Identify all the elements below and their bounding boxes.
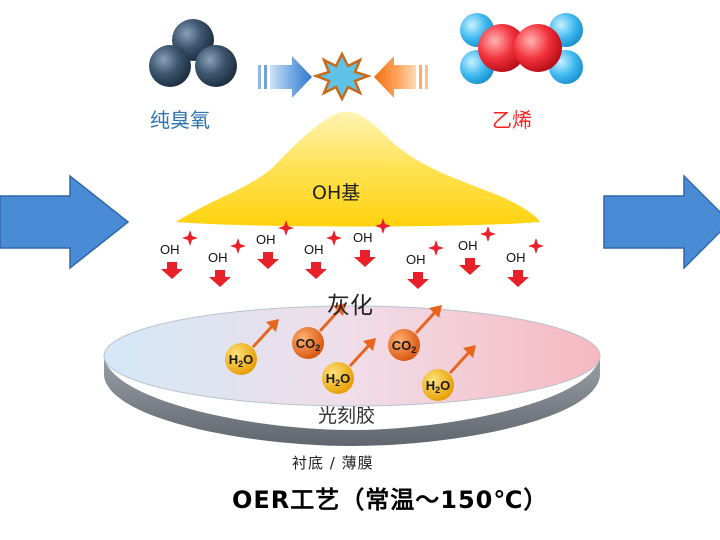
oh-radical-cloud xyxy=(176,111,540,227)
oh-down-arrow xyxy=(305,262,327,279)
substrate-film-label: 衬底 / 薄膜 xyxy=(292,454,374,472)
molecule-formula: H2O xyxy=(326,371,351,388)
h2o-molecule: H2O xyxy=(322,338,376,394)
sparkle-icon xyxy=(182,230,198,246)
left-process-arrow xyxy=(0,174,130,270)
oh-radical-text: OH xyxy=(208,250,228,265)
reaction-burst-icon xyxy=(312,51,372,102)
molecule-formula: CO2 xyxy=(392,338,417,355)
ozone-label: 纯臭氧 xyxy=(150,108,210,132)
right-process-arrow xyxy=(603,174,720,270)
oh-radical-text: OH xyxy=(458,238,478,253)
oh-radical-text: OH xyxy=(304,242,324,257)
oh-radical-text: OH xyxy=(506,250,526,265)
oh-down-arrow xyxy=(161,262,183,279)
oh-down-arrow xyxy=(507,270,529,287)
photoresist-label: 光刻胶 xyxy=(318,405,376,427)
ashing-label: 灰化 xyxy=(327,293,373,319)
sparkle-icon xyxy=(375,218,391,234)
oh-down-arrow xyxy=(459,258,481,275)
sparkle-icon xyxy=(480,226,496,242)
ozone-molecule-icon xyxy=(149,19,237,87)
oh-radical-text: OH xyxy=(256,232,276,247)
oh-down-arrow xyxy=(209,270,231,287)
sparkle-icon xyxy=(230,238,246,254)
molecule-formula: H2O xyxy=(229,352,254,369)
sparkle-icon xyxy=(528,238,544,254)
oh-down-arrow xyxy=(354,250,376,267)
oh-down-arrow xyxy=(257,252,279,269)
oh-radical-text: OH xyxy=(160,242,180,257)
ethylene-feed-arrow xyxy=(374,56,428,98)
photoresist-disk xyxy=(103,305,601,446)
molecule-formula: H2O xyxy=(426,378,451,395)
oh-down-arrow xyxy=(407,272,429,289)
h2o-molecule: H2O xyxy=(422,345,476,401)
sparkle-icon xyxy=(326,230,342,246)
ozone-feed-arrow xyxy=(258,56,312,98)
molecule-formula: CO2 xyxy=(296,336,321,353)
ethylene-label: 乙烯 xyxy=(492,108,532,132)
h2o-molecule: H2O xyxy=(225,319,279,375)
sparkle-icon xyxy=(428,240,444,256)
co2-molecule: CO2 xyxy=(292,303,346,359)
oh-radical-label: OH基 xyxy=(312,182,361,204)
oh-radical-text: OH xyxy=(353,230,373,245)
ethylene-molecule-icon xyxy=(460,13,583,84)
sparkle-icon xyxy=(278,220,294,236)
process-title: OER工艺（常温～150℃） xyxy=(232,486,549,514)
co2-molecule: CO2 xyxy=(388,305,442,361)
oh-radical-text: OH xyxy=(406,252,426,267)
